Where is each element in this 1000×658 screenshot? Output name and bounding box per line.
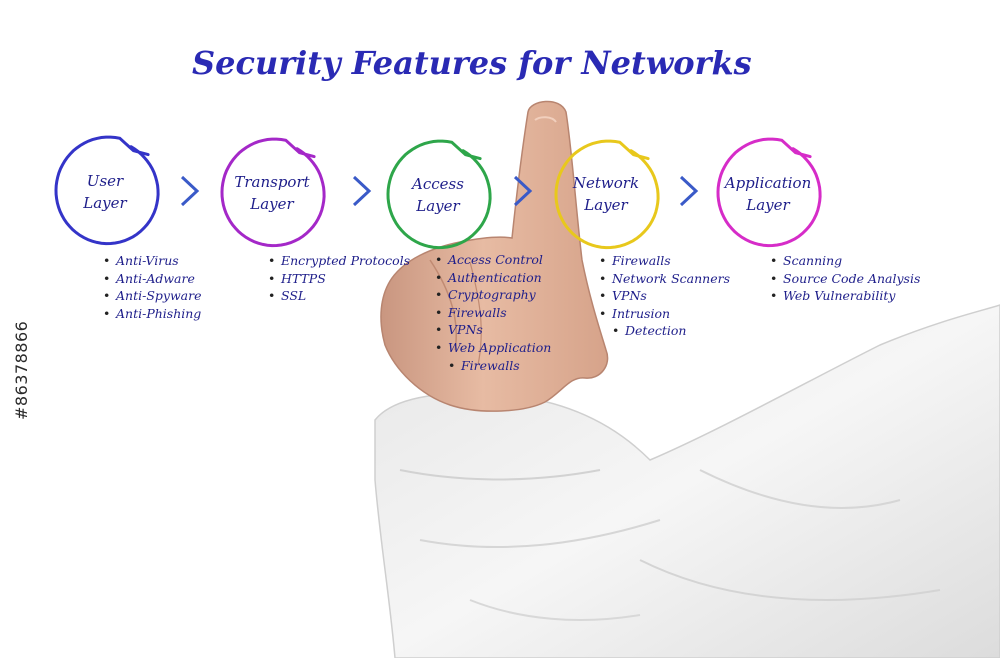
- list-item: Cryptography: [435, 286, 551, 304]
- circle-ring: [220, 137, 326, 248]
- layer-label-access: Access Layer: [412, 175, 464, 215]
- list-item: Anti-Virus: [103, 252, 201, 270]
- list-item: Firewalls: [435, 357, 551, 375]
- list-item: VPNs: [435, 321, 551, 339]
- list-item: Firewalls: [599, 252, 730, 270]
- stock-id-watermark: #86378866: [12, 320, 31, 420]
- chevron-right-icon: [352, 175, 372, 207]
- bullet-list-transport: Encrypted Protocols HTTPS SSL: [268, 252, 410, 305]
- list-item: Web Vulnerability: [770, 287, 920, 305]
- chevron-right-icon: [513, 175, 533, 207]
- layer-circle-transport: [220, 137, 326, 248]
- list-item: Anti-Spyware: [103, 287, 201, 305]
- list-item: Access Control: [435, 251, 551, 269]
- layer-circle-access: [386, 139, 492, 250]
- bullet-list-user: Anti-Virus Anti-Adware Anti-Spyware Anti…: [103, 252, 201, 322]
- bullet-list-access: Access Control Authentication Cryptograp…: [435, 251, 551, 374]
- list-item: Scanning: [770, 252, 920, 270]
- list-item: Intrusion: [599, 305, 730, 323]
- list-item: Anti-Phishing: [103, 305, 201, 323]
- list-item: VPNs: [599, 287, 730, 305]
- list-item: Firewalls: [435, 304, 551, 322]
- list-item: Authentication: [435, 269, 551, 287]
- list-item: Encrypted Protocols: [268, 252, 410, 270]
- chevron-right-icon: [180, 175, 200, 207]
- circle-ring: [54, 135, 160, 246]
- circle-ring: [554, 139, 660, 250]
- list-item: SSL: [268, 287, 410, 305]
- shirt-sleeve-graphic: [374, 304, 1000, 658]
- layer-label-transport: Transport Layer: [234, 173, 310, 213]
- list-item: Network Scanners: [599, 270, 730, 288]
- chevron-right-icon: [679, 175, 699, 207]
- list-item: Source Code Analysis: [770, 270, 920, 288]
- list-item: Anti-Adware: [103, 270, 201, 288]
- list-item: Web Application: [435, 339, 551, 357]
- layer-circle-network: [554, 139, 660, 250]
- layer-circle-application: [716, 137, 822, 248]
- bullet-list-network: Firewalls Network Scanners VPNs Intrusio…: [599, 252, 730, 340]
- list-item: Detection: [599, 322, 730, 340]
- circle-ring: [386, 139, 492, 250]
- circle-ring: [716, 137, 822, 248]
- page-title: Security Features for Networks: [192, 44, 752, 82]
- list-item: HTTPS: [268, 270, 410, 288]
- layer-label-user: User Layer: [83, 172, 127, 212]
- layer-circle-user: [54, 135, 160, 246]
- layer-label-network: Network Layer: [572, 174, 640, 214]
- layer-label-application: Application Layer: [724, 174, 812, 214]
- bullet-list-application: Scanning Source Code Analysis Web Vulner…: [770, 252, 920, 305]
